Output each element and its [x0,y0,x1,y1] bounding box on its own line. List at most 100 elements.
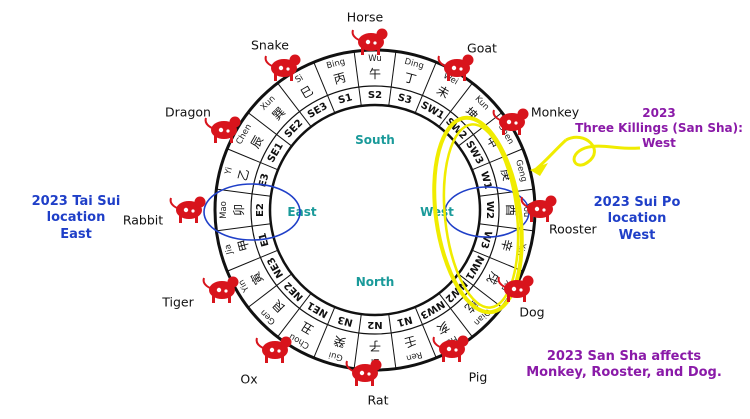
stem-branch-pinyin: Ren [405,349,423,363]
stem-branch-char: 子 [369,339,381,353]
segment-divider [479,188,534,197]
inner-ring-border [268,103,482,317]
mountain-label: N2 [367,319,382,330]
segment-divider [216,223,271,232]
mountain-label: S2 [368,90,382,101]
mountain-label: W3 [478,230,493,250]
mountain-label: S1 [337,92,354,106]
stem-branch-char: 午 [369,67,381,81]
mountain-label: NW3 [418,298,446,321]
zodiac-ox-icon [255,336,292,363]
stem-branch-pinyin: Yi [223,166,235,177]
segment-divider [226,148,279,171]
direction-north: North [356,275,394,289]
zodiac-label-horse: Horse [347,10,384,25]
stem-branch-char: 癸 [332,333,347,350]
three-killings-arrowhead [530,163,548,176]
san-sha-highlight [432,115,524,315]
sui-po-annotation: 2023 Sui Po location West [566,195,708,244]
mountain-label: SW3 [463,139,485,166]
direction-east: East [287,205,316,219]
segment-divider [226,249,279,272]
mountain-label: NW1 [463,253,486,281]
mountain-label: E2 [255,203,266,217]
tai-sui-direction: East [60,226,92,242]
tai-sui-highlight [203,183,301,241]
segment-divider [457,273,503,308]
zodiac-goat-icon [437,54,474,81]
direction-south: South [355,133,395,147]
segment-divider [457,112,503,147]
segment-divider [313,306,336,359]
zodiac-snake-icon [264,54,301,81]
zodiac-label-rabbit: Rabbit [123,213,163,228]
zodiac-label-tiger: Tiger [161,295,194,310]
stem-branch-char: 辰 [248,133,266,150]
sui-po-direction: West [618,227,656,243]
stem-branch-char: 辛 [498,238,515,253]
middle-ring-border [250,85,500,335]
segment-divider [313,61,336,114]
san-sha-highlight-stroke [442,123,520,309]
stem-branch-char: 巳 [298,83,315,101]
stem-branch-char: 亥 [434,319,451,337]
zodiac-label-rat: Rat [368,393,389,408]
zodiac-label-dragon: Dragon [165,105,211,120]
segment-divider [353,314,362,369]
stem-branch-char: 丑 [298,319,315,337]
stem-branch-char: 卯 [232,204,246,216]
zodiac-label-monkey: Monkey [531,105,580,120]
zodiac-rooster-icon [520,195,557,222]
zodiac-horse-icon [351,28,388,55]
zodiac-label-snake: Snake [251,38,289,53]
stem-branch-char: 寅 [247,269,266,287]
stem-branch-char: 酉 [504,204,518,216]
segment-divider [216,188,271,197]
three-killings-annotation: 2023 Three Killings (San Sha): West [574,106,744,151]
stem-branch-char: 壬 [403,333,418,350]
san-sha-line2: Monkey, Rooster, and Dog. [526,365,722,381]
zodiac-label-goat: Goat [467,41,497,56]
segment-divider [247,112,293,147]
stem-branch-char: 艮 [270,297,288,315]
stem-branch-pinyin: Mao [219,201,229,219]
mountain-label: N1 [396,313,414,328]
mountain-label: SE2 [283,118,306,141]
zodiac-rabbit-icon [169,196,206,223]
stem-branch-pinyin: Wu [368,54,382,64]
zodiac-label-dog: Dog [519,305,544,320]
segment-divider [247,273,293,308]
stem-branch-pinyin: Jia [223,243,236,256]
stem-branch-char: 乙 [235,167,252,182]
segment-divider [438,292,473,338]
segment-divider [277,292,312,338]
san-sha-annotation: 2023 San Sha affects Monkey, Rooster, an… [500,349,748,382]
sui-po-title: 2023 Sui Po location [593,195,681,227]
zodiac-rat-icon [345,359,382,386]
segment-divider [388,51,397,106]
mountain-label: N3 [336,313,354,328]
three-killings-title: Three Killings (San Sha): [575,121,743,135]
stem-branch-char: 甲 [235,238,252,253]
stem-branch-pinyin: You [521,202,531,218]
stem-branch-char: 丁 [403,70,418,87]
stem-branch-char: 未 [434,83,451,101]
segment-divider [471,148,524,171]
stem-branch-pinyin: Gui [328,349,344,362]
zodiac-label-rooster: Rooster [549,222,598,237]
segment-divider [438,82,473,128]
three-killings-arrow-tail [534,138,568,172]
zodiac-tiger-icon [202,276,239,303]
segment-divider [277,82,312,128]
mountain-label: W2 [484,201,495,219]
mountain-label: W1 [478,170,493,190]
stem-branch-pinyin: Si [294,73,306,86]
stem-branch-char: 丙 [332,70,347,87]
segment-divider [414,306,437,359]
segment-divider [353,51,362,106]
zodiac-pig-icon [432,335,469,362]
stem-branch-char: 巽 [270,105,288,123]
segment-divider [414,61,437,114]
tai-sui-annotation: 2023 Tai Sui location East [2,194,150,243]
